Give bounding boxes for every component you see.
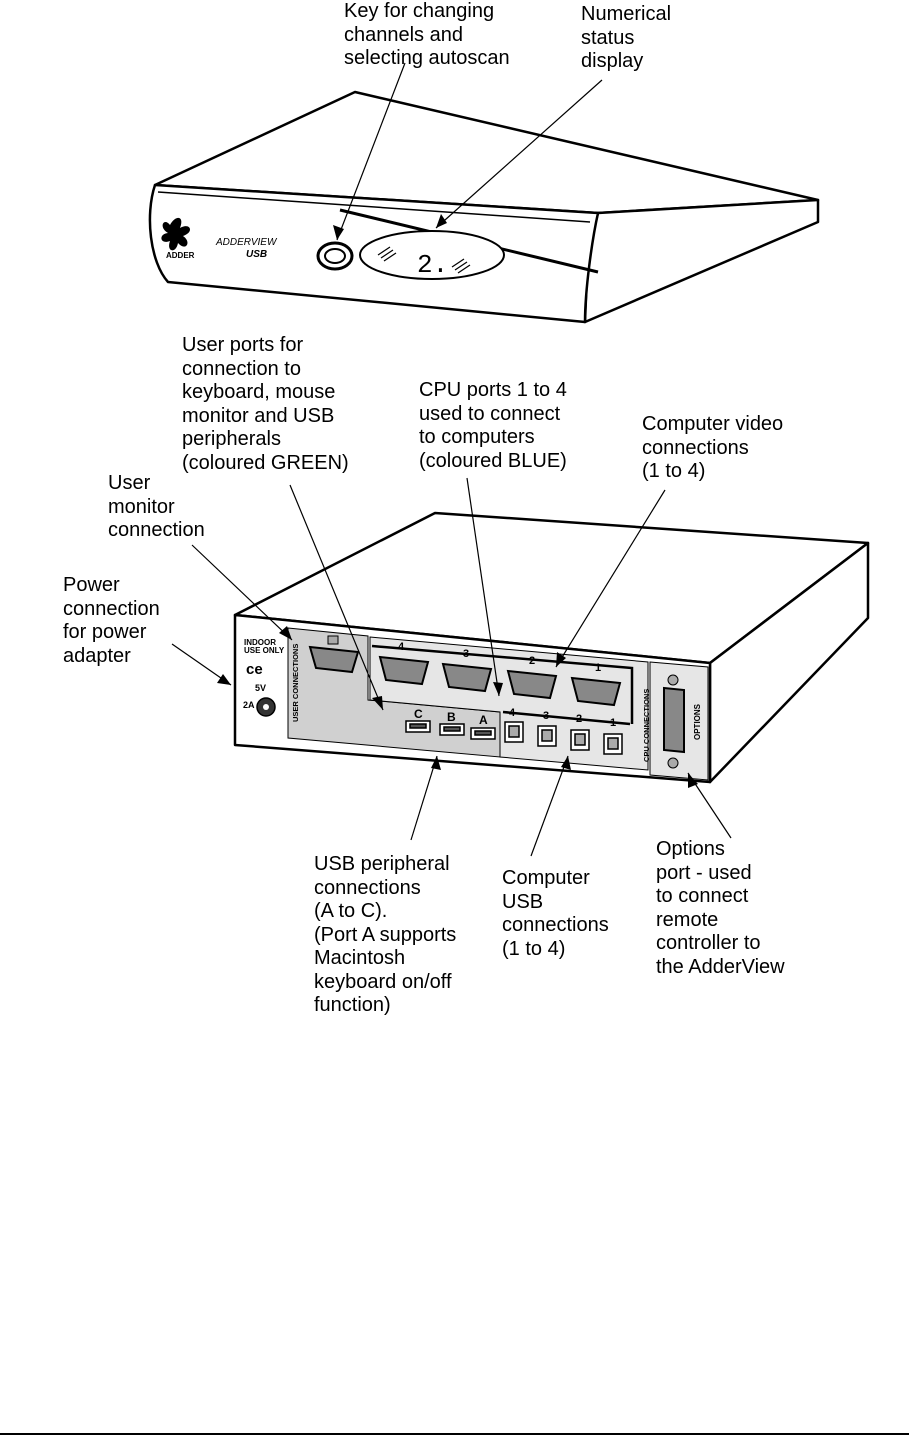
cpu-usb-ports [504, 721, 623, 755]
callout-user-ports: User ports for connection to keyboard, m… [182, 334, 349, 474]
usb-number-line [502, 710, 631, 726]
peripheral-letter-b: B [447, 710, 456, 724]
arrowheads [217, 214, 698, 788]
video-number-line [371, 644, 634, 724]
video-number-2: 2 [529, 655, 535, 667]
callout-key: Key for changing channels and selecting … [344, 0, 510, 69]
front-model-line2: USB [246, 249, 267, 260]
options-label: OPTIONS [693, 703, 702, 740]
video-number-3: 3 [463, 648, 469, 660]
callout-options: Options port - used to connect remote co… [656, 838, 785, 978]
video-ports [378, 655, 622, 707]
callout-computer-usb: Computer USB connections (1 to 4) [502, 867, 609, 960]
display-hatch [377, 246, 471, 274]
peripheral-letter-c: C [414, 707, 423, 721]
usb-number-2: 2 [576, 713, 582, 725]
peripheral-letter-a: A [479, 713, 488, 727]
callout-power: Power connection for power adapter [63, 574, 160, 667]
user-monitor-port [308, 635, 360, 674]
current-label: 2A [243, 700, 255, 710]
user-connections-label: USER CONNECTIONS [291, 644, 300, 722]
callout-display: Numerical status display [581, 3, 672, 72]
ce-mark: ce [246, 661, 263, 678]
usb-number-3: 3 [543, 710, 549, 722]
indoor-label-2: USE ONLY [244, 646, 285, 655]
options-port [663, 674, 685, 769]
power-socket [256, 697, 276, 717]
display-value: 2. [417, 250, 448, 280]
callout-user-monitor: User monitor connection [108, 472, 205, 541]
front-brand-label: ADDER [166, 251, 195, 260]
front-model-line1: ADDERVIEW [215, 237, 278, 248]
adder-logo-icon [161, 217, 191, 251]
video-number-4: 4 [398, 641, 405, 653]
usb-number-1: 1 [610, 717, 616, 729]
usb-number-4: 4 [509, 707, 516, 719]
cpu-connections-label: CPU CONNECTIONS [642, 689, 651, 762]
callout-video: Computer video connections (1 to 4) [642, 413, 784, 482]
video-number-1: 1 [595, 662, 601, 674]
front-unit [148, 90, 820, 324]
callout-usb-peripheral: USB peripheral connections (A to C). (Po… [314, 853, 457, 1016]
peripheral-usb-ports [405, 720, 496, 740]
voltage-label: 5V [255, 683, 266, 693]
callout-cpu-ports: CPU ports 1 to 4 used to connect to comp… [419, 379, 567, 472]
leader-lines [171, 62, 732, 857]
footer-rule [0, 1433, 909, 1435]
indoor-label-1: INDOOR [244, 638, 276, 647]
